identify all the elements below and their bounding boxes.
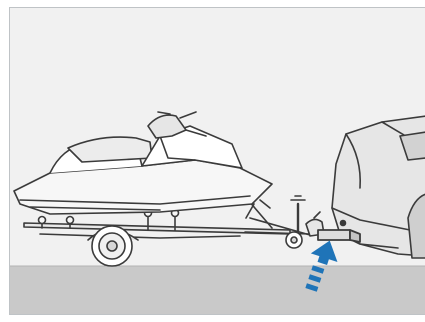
tow-hitch bbox=[318, 230, 360, 242]
illustration-panel bbox=[9, 7, 425, 315]
towing-illustration bbox=[10, 8, 425, 315]
jet-ski-icon bbox=[14, 112, 272, 214]
ground bbox=[10, 266, 425, 315]
